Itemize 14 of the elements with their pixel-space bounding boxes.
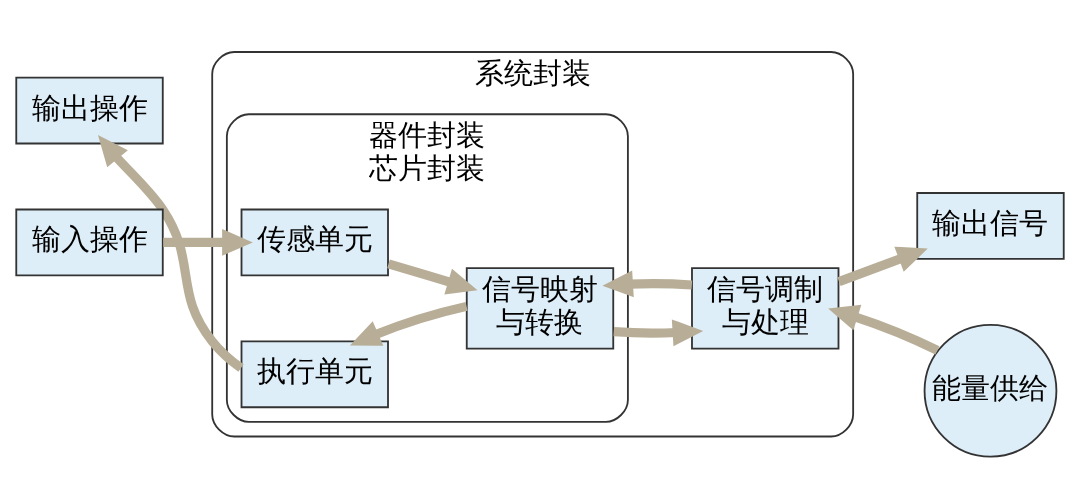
arrow <box>602 270 693 297</box>
arrow <box>387 258 478 294</box>
node-box: 信号映射与转换 <box>465 266 615 350</box>
node-box: 执行单元 <box>240 339 389 408</box>
node-box: 传感单元 <box>240 208 389 276</box>
node-box: 信号调制与处理 <box>691 266 840 350</box>
arrow <box>163 228 253 256</box>
node-box: 输出操作 <box>15 76 164 144</box>
node-box: 输出信号 <box>916 191 1065 260</box>
node-box: 输入操作 <box>15 208 164 276</box>
arrow <box>837 246 928 286</box>
arrow <box>828 304 940 355</box>
arrow <box>613 318 704 346</box>
node-circle: 能量供给 <box>923 323 1058 458</box>
